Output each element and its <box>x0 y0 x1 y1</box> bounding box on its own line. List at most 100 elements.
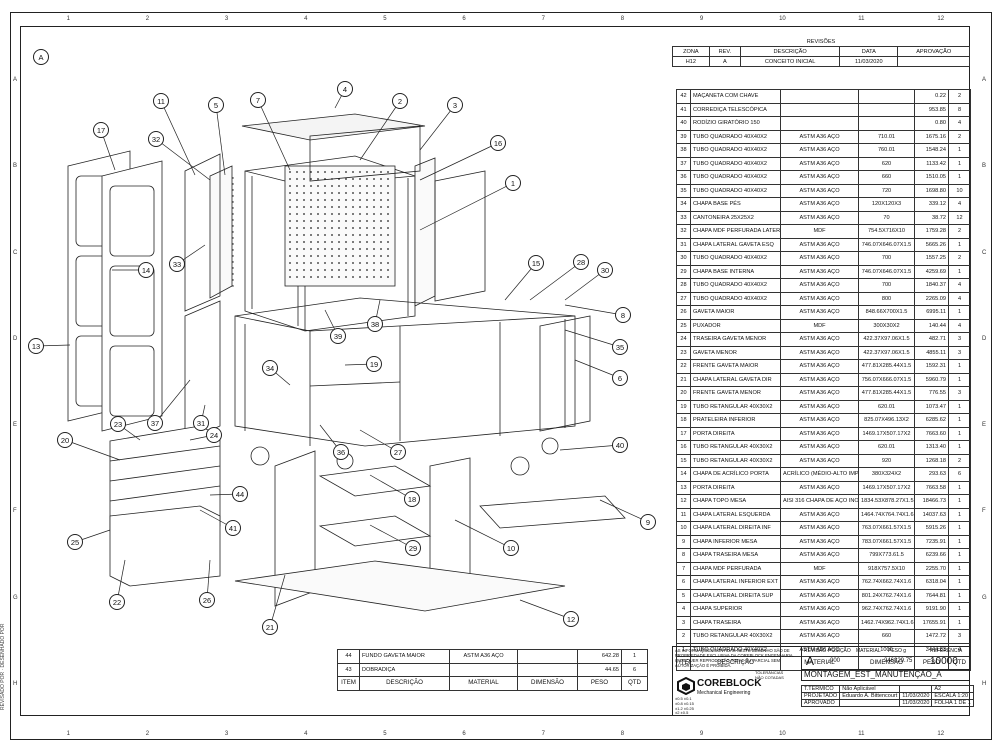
bom-cell: 26 <box>676 305 691 320</box>
bom-cell: ASTM A36 AÇO <box>780 548 859 563</box>
balloon-item: 29 <box>405 540 421 556</box>
bom-cell: 5665.26 <box>914 237 949 252</box>
balloon-item: 19 <box>366 356 382 372</box>
bom-cell: 35 <box>676 183 691 198</box>
bom-cell: 37 <box>676 156 691 171</box>
bom-cell: 10 <box>676 521 691 536</box>
bom-cell <box>858 102 915 117</box>
bom-cell: 2 <box>948 129 971 144</box>
bom-cell: 660 <box>858 629 915 644</box>
bom-cell: ASTM A36 AÇO <box>780 386 859 401</box>
part-shelf-18 <box>318 465 432 497</box>
balloon-item: 8 <box>615 307 631 323</box>
bom-cell: 28 <box>676 278 691 293</box>
balloon-item: 23 <box>110 416 126 432</box>
bom-cell: 44.65 <box>577 662 622 677</box>
part-perforated-panel <box>284 165 396 287</box>
bom-cell: 1133.42 <box>914 156 949 171</box>
zone-column-label: 6 <box>462 731 466 737</box>
bom-cell: TRASEIRA GAVETA MENOR <box>690 332 781 347</box>
bom-cell: 1 <box>621 649 648 664</box>
bom-cell <box>517 649 578 664</box>
zone-row-label: G <box>982 594 987 601</box>
bom-cell: 339.12 <box>914 197 949 212</box>
bom-cell: RODÍZIO GIRATÓRIO 150 <box>690 116 781 131</box>
bom-cell: 953.85 <box>914 102 949 117</box>
bom-cell: 40 <box>676 116 691 131</box>
bom-cell: 1 <box>948 399 971 414</box>
bom-cell: 43 <box>337 662 360 677</box>
bom-cell: ASTM A36 AÇO <box>780 588 859 603</box>
zone-column-label: 8 <box>620 16 625 22</box>
bom-cell: 1759.28 <box>914 224 949 239</box>
bom-cell: 38.72 <box>914 210 949 225</box>
bom-cell: 1 <box>948 440 971 455</box>
bom-cell: ASTM A36 AÇO <box>780 251 859 266</box>
zone-column-label: 12 <box>937 16 945 22</box>
bom-cell: ASTM A36 AÇO <box>780 264 859 279</box>
bom-cell: 70 <box>858 210 915 225</box>
bom-cell: 1 <box>948 156 971 171</box>
bom-cell: 6 <box>621 662 648 677</box>
tolerances: TOLERÂNCIAS NÃO COTADAS <box>755 670 784 680</box>
bom-cell: 1675.16 <box>914 129 949 144</box>
bom-cell: 1 <box>948 143 971 158</box>
bom-cell: 12 <box>948 210 971 225</box>
balloon-item: 34 <box>262 360 278 376</box>
bom-cell: 2 <box>676 629 691 644</box>
bom-cell: ASTM A36 AÇO <box>780 575 859 590</box>
bom-cell: 422.37X97.06X1.5 <box>858 332 915 347</box>
zone-column-label: 11 <box>858 16 865 22</box>
tolerance-values: ±0.5 ±0.1 ±0.8 ±0.15 ±1.2 ±0.25 ±2 ±0.5 <box>675 696 694 716</box>
bom-cell: PORTA DIREITA <box>690 480 781 495</box>
bom-cell: CHAPA LATERAL GAVETA ESQ <box>690 237 781 252</box>
bom-cell <box>780 102 859 117</box>
bom-cell: 1469.17X507.17X2 <box>858 480 915 495</box>
part-upper-frame <box>244 155 416 332</box>
bom-cell: ASTM A36 AÇO <box>780 291 859 306</box>
bom-cell: 16 <box>676 440 691 455</box>
balloon-item: 28 <box>573 254 589 270</box>
weight-label: PESO g <box>888 648 907 654</box>
zone-column-label: 10 <box>779 16 786 22</box>
bom-header: PESO <box>577 676 622 691</box>
balloon-item: 31 <box>193 415 209 431</box>
zone-column-label: 9 <box>699 16 704 22</box>
bom-cell: 17655.91 <box>914 615 949 630</box>
bom-cell: 918X757.5X10 <box>858 561 915 576</box>
balloon-item: 36 <box>333 444 349 460</box>
zone-column-label: 5 <box>383 731 387 737</box>
bom-cell: ASTM A36 AÇO <box>780 156 859 171</box>
bom-cell: 1268.18 <box>914 453 949 468</box>
part-large-drawer <box>109 505 221 587</box>
part-bottom-plate-9 <box>479 495 626 529</box>
bom-cell: ASTM A36 AÇO <box>780 143 859 158</box>
bom-cell: MAÇANETA COM CHAVE <box>690 89 781 104</box>
bom-cell: 620.01 <box>858 399 915 414</box>
bom-cell: 1 <box>948 548 971 563</box>
bom-header: ITEM <box>337 676 360 691</box>
ownership-notice: AS INFORMAÇÕES CONTIDAS NESTE DESENHO SÃ… <box>675 648 794 668</box>
balloon-item: 9 <box>640 514 656 530</box>
reference-value: 10000 <box>930 656 958 667</box>
zone-row-label: B <box>13 163 18 170</box>
balloon-item: 38 <box>367 316 383 332</box>
zone-row-label: F <box>982 508 986 515</box>
bom-cell: 4 <box>676 602 691 617</box>
bom-cell: TUBO QUADRADO 40X40X2 <box>690 156 781 171</box>
bom-cell: 32 <box>676 224 691 239</box>
bom-cell: 3 <box>676 615 691 630</box>
position-label: POSIÇÃO <box>828 648 851 654</box>
balloon-item: 39 <box>330 328 346 344</box>
bom-cell <box>517 662 578 677</box>
balloon-item: 14 <box>138 262 154 278</box>
bom-cell: 1464.74X764.74X1.6 <box>858 507 915 522</box>
bom-cell: ASTM A36 AÇO <box>780 629 859 644</box>
zone-row-label: D <box>13 335 18 342</box>
